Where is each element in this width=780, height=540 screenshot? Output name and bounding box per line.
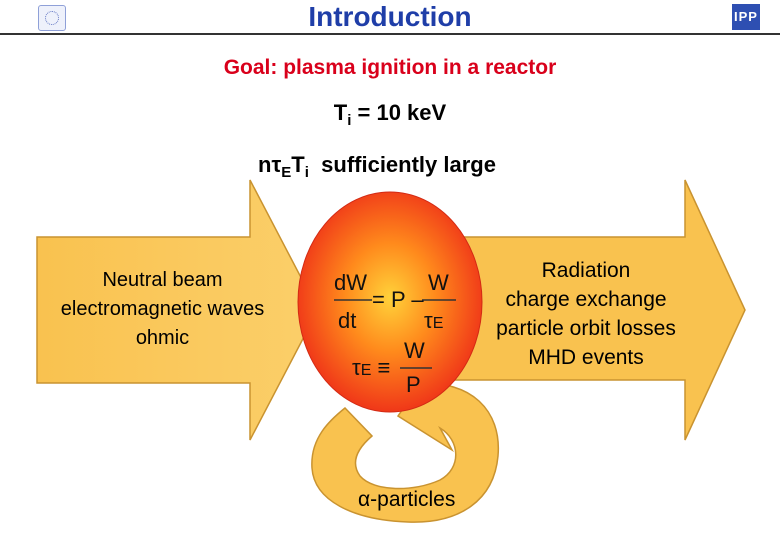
temperature-lhs: T bbox=[333, 100, 348, 125]
triple-product-caption: sufficiently large bbox=[321, 152, 496, 177]
loss-output-arrow bbox=[444, 179, 746, 441]
institute-logo-icon bbox=[38, 5, 66, 31]
slide-header: Introduction IPP bbox=[0, 0, 780, 35]
heating-line: electromagnetic waves bbox=[60, 298, 265, 320]
temperature-sub: i bbox=[347, 112, 352, 129]
loss-line: Radiation bbox=[541, 259, 631, 282]
heating-methods: Neutral beam electromagnetic waves ohmic bbox=[30, 266, 295, 353]
eq-w: W bbox=[428, 270, 449, 295]
ipp-logo-icon: IPP bbox=[732, 4, 760, 30]
loss-mechanisms: Radiation charge exchange particle orbit… bbox=[472, 256, 700, 372]
loss-line: MHD events bbox=[528, 346, 644, 369]
loss-line: charge exchange bbox=[505, 288, 667, 311]
header-rule bbox=[0, 33, 780, 35]
slide-title: Introduction bbox=[308, 1, 472, 32]
temperature-text: Ti = 10 keV bbox=[0, 100, 780, 129]
eq-dt: dt bbox=[338, 308, 357, 333]
alpha-particles-label: α-particles bbox=[358, 488, 456, 511]
goal-text: Goal: plasma ignition in a reactor bbox=[223, 56, 557, 79]
eq-w-num: W bbox=[404, 338, 425, 363]
eq-dw: dW bbox=[334, 270, 367, 295]
eq-tau-e: τE bbox=[424, 308, 444, 333]
heating-line: Neutral beam bbox=[102, 269, 223, 291]
alpha-feedback-loop bbox=[311, 382, 500, 523]
triple-product-formula: nτETi bbox=[258, 152, 309, 181]
triple-product-text: nτETi sufficiently large bbox=[258, 152, 496, 181]
temperature-rhs: = 10 keV bbox=[351, 100, 447, 125]
plasma-core bbox=[297, 191, 483, 413]
loss-line: particle orbit losses bbox=[496, 317, 676, 340]
heating-line: ohmic bbox=[135, 327, 190, 349]
eq-equals-p-minus: = P – bbox=[372, 287, 424, 312]
eq-tau-e-def: τE ≡ bbox=[352, 355, 391, 380]
heating-input-arrow bbox=[36, 179, 319, 441]
eq-p-den: P bbox=[406, 372, 421, 397]
